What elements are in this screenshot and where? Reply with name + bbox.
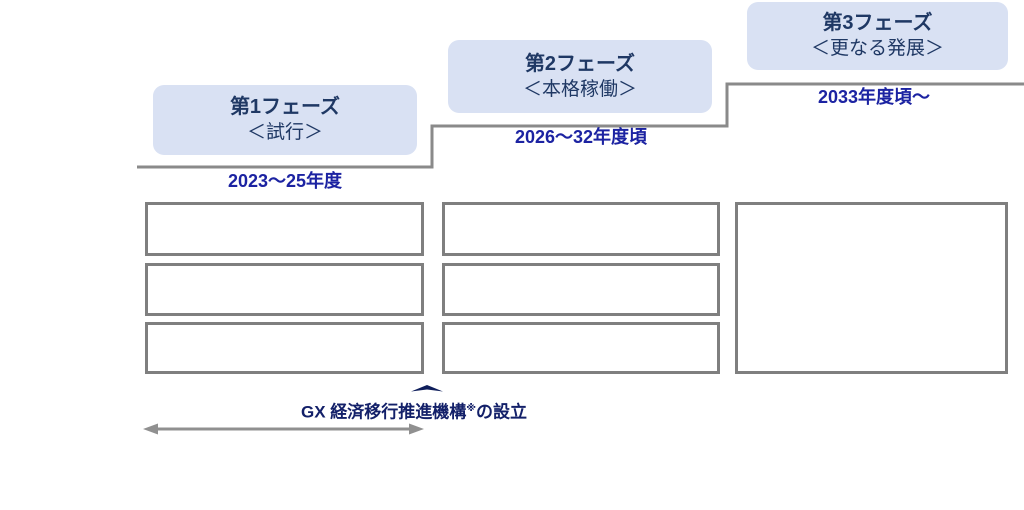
phase1-title: 第1フェーズ — [229, 96, 341, 118]
annotation-prefix: GX 経済移行推進機構 — [300, 402, 467, 422]
phase1-span-arrow — [143, 423, 424, 435]
phase3-title: 第3フェーズ — [822, 12, 933, 34]
phase1-pill: 第1フェーズ ＜試行＞ — [153, 85, 417, 155]
phase2-period-label: 2026～32年度頃 — [514, 127, 648, 147]
phase2-content-box-3 — [442, 322, 720, 374]
org-establishment-annotation: GX 経済移行推進機構※の設立 — [248, 398, 580, 424]
annotation-footnote-marker: ※ — [466, 403, 477, 414]
phase1-content-box-1 — [145, 202, 424, 256]
phase2-content-box-2 — [442, 263, 720, 316]
phase2-content-box-1 — [442, 202, 720, 256]
up-caret-icon — [411, 385, 443, 392]
phase2-title: 第2フェーズ — [524, 52, 636, 75]
phase3-pill: 第3フェーズ ＜更なる発展＞ — [747, 2, 1008, 70]
annotation-suffix: の設立 — [476, 402, 528, 422]
phase2-pill: 第2フェーズ ＜本格稼働＞ — [448, 40, 712, 113]
phase1-content-box-3 — [145, 322, 424, 374]
phase1-subtitle: ＜試行＞ — [246, 122, 323, 143]
phase1-period-label: 2023～25年度 — [227, 171, 343, 191]
arrow-left-head-icon — [143, 423, 158, 435]
phase1-content-box-2 — [145, 263, 424, 316]
phase3-subtitle: ＜更なる発展＞ — [810, 38, 944, 59]
arrow-right-head-icon — [409, 423, 424, 435]
phase3-period-label: 2033年度頃～ — [817, 87, 931, 107]
phase3-content-box — [735, 202, 1008, 374]
phase2-subtitle: ＜本格稼働＞ — [522, 78, 637, 100]
